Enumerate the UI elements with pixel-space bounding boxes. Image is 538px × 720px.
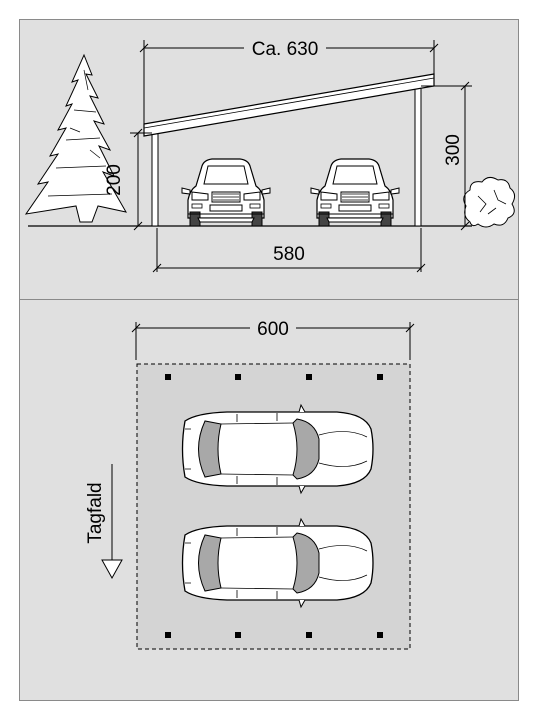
label-roof-slope: Tagfald	[85, 482, 106, 543]
post-markers	[165, 374, 383, 638]
car-top-lower	[181, 518, 374, 608]
post-marker	[165, 374, 171, 380]
car-front-right	[310, 158, 400, 227]
tree-icon	[24, 53, 127, 223]
post-marker	[235, 374, 241, 380]
label-plan-width: 600	[257, 319, 289, 340]
dimension-total-width	[139, 40, 439, 124]
label-low-height: 200	[104, 164, 125, 196]
carport-slab	[136, 363, 411, 650]
post-marker	[235, 632, 241, 638]
dimension-post-span	[152, 228, 426, 273]
shrub-icon	[463, 176, 516, 228]
post-marker	[306, 374, 312, 380]
post-marker	[377, 374, 383, 380]
dimension-low-height	[130, 128, 152, 231]
rear-post	[414, 85, 422, 227]
front-post	[151, 132, 159, 227]
car-front-left	[181, 158, 271, 227]
post-marker	[165, 632, 171, 638]
roof	[143, 73, 435, 137]
label-high-height: 300	[443, 134, 464, 166]
car-top-upper	[181, 404, 374, 494]
dimension-plan-width	[131, 322, 415, 360]
label-post-span: 580	[273, 244, 305, 265]
post-marker	[306, 632, 312, 638]
post-marker	[377, 632, 383, 638]
dimension-high-height	[421, 81, 472, 231]
label-total-width: Ca. 630	[252, 39, 319, 60]
roof-slope-arrow-icon	[101, 464, 123, 580]
